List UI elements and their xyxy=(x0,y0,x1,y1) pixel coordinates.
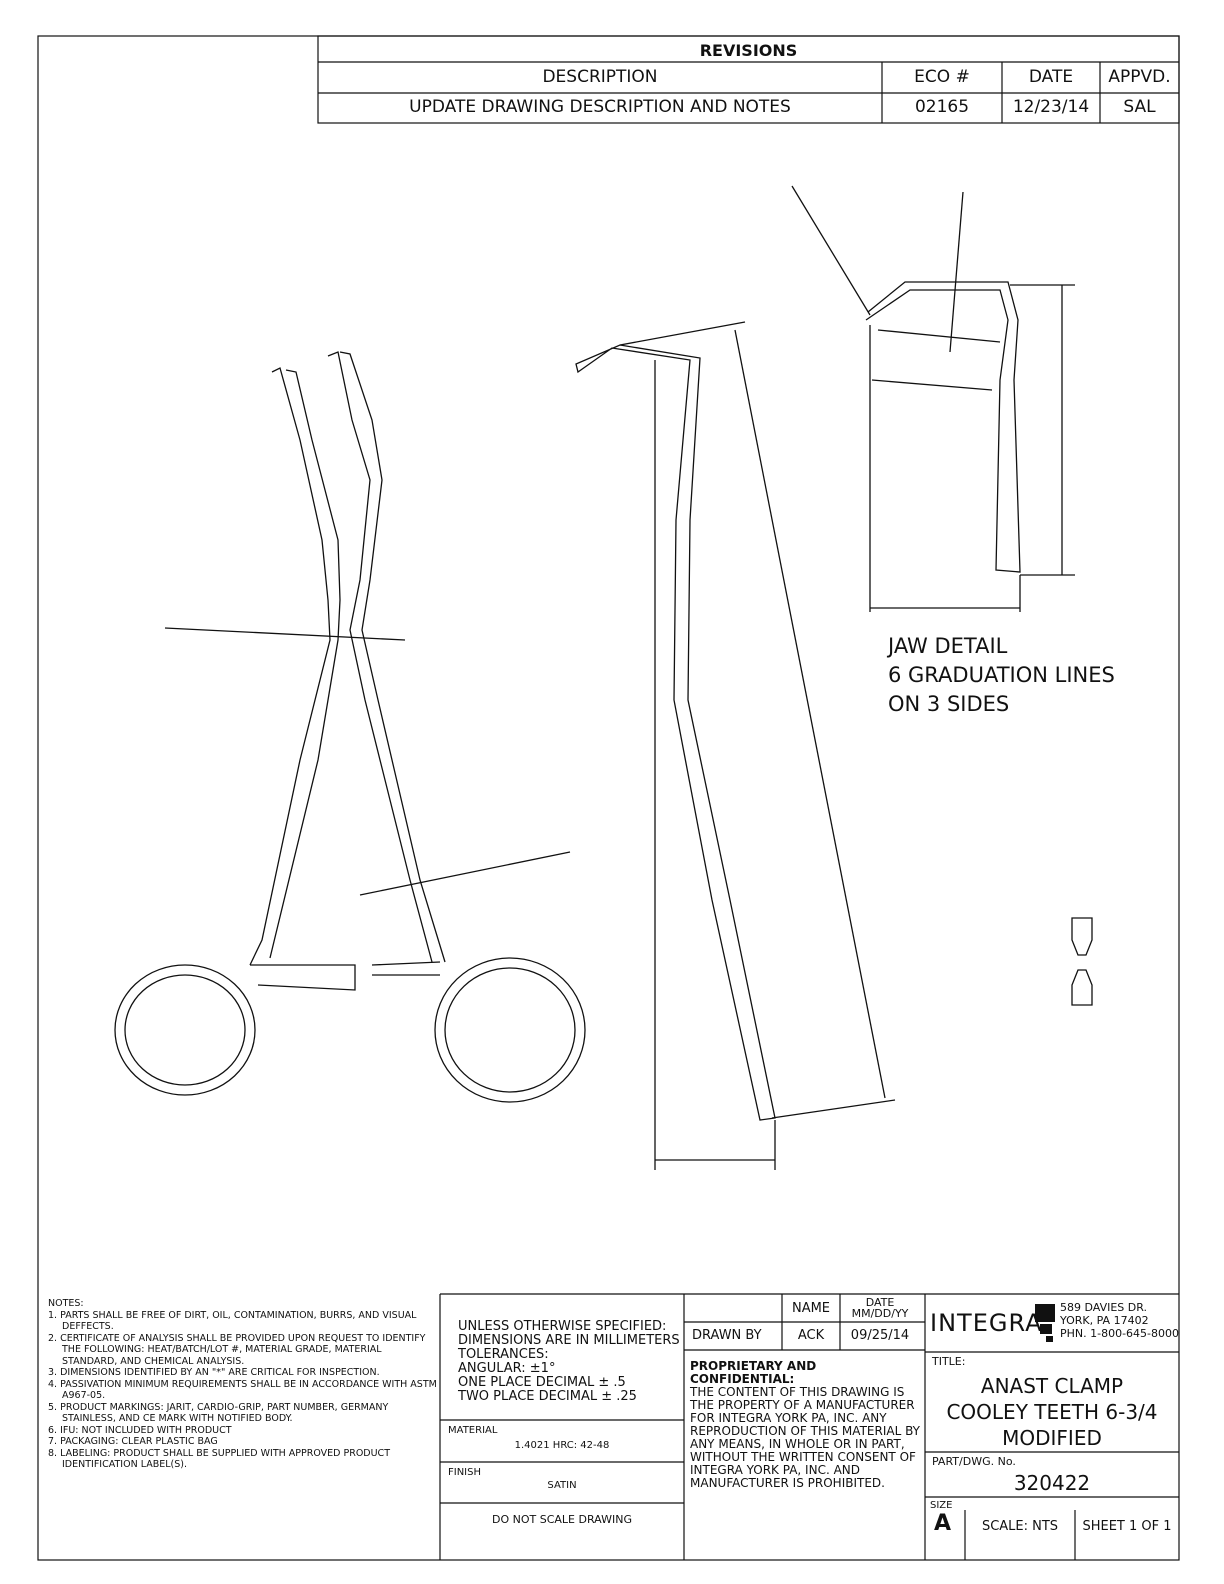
jaw-detail-label: JAW DETAIL 6 GRADUATION LINES ON 3 SIDES xyxy=(888,632,1115,719)
scale: SCALE: NTS xyxy=(981,1519,1059,1534)
title-block-grid xyxy=(439,1293,1179,1560)
jaw-detail-line: 6 GRADUATION LINES xyxy=(888,663,1115,687)
revisions-title: REVISIONS xyxy=(699,41,798,60)
tolerances: UNLESS OTHERWISE SPECIFIED: DIMENSIONS A… xyxy=(458,1320,680,1404)
name-header: NAME xyxy=(791,1301,831,1316)
notes: NOTES: 1. PARTS SHALL BE FREE OF DIRT, O… xyxy=(48,1298,438,1471)
tolerance-line: TOLERANCES: xyxy=(458,1347,549,1362)
material-value: 1.4021 HRC: 42-48 xyxy=(514,1440,610,1451)
title-line: MODIFIED xyxy=(1002,1426,1102,1450)
rev-header-description: DESCRIPTION xyxy=(542,67,658,87)
do-not-scale: DO NOT SCALE DRAWING xyxy=(492,1513,632,1526)
note-item: 6. IFU: NOT INCLUDED WITH PRODUCT xyxy=(48,1424,232,1436)
drawn-date: 09/25/14 xyxy=(850,1328,910,1343)
jaw-detail-line: JAW DETAIL xyxy=(888,634,1008,658)
note-item: 1. PARTS SHALL BE FREE OF DIRT, OIL, CON… xyxy=(48,1309,417,1333)
note-item: 2. CERTIFICATE OF ANALYSIS SHALL BE PROV… xyxy=(48,1332,426,1367)
title-line: ANAST CLAMP xyxy=(980,1374,1124,1398)
size-label: SIZE xyxy=(930,1500,953,1511)
proprietary-title: PROPRIETARY AND CONFIDENTIAL: xyxy=(690,1359,817,1386)
address-line: PHN. 1-800-645-8000 xyxy=(1060,1327,1180,1340)
part-label: PART/DWG. No. xyxy=(932,1455,1016,1468)
note-item: 4. PASSIVATION MINIMUM REQUIREMENTS SHAL… xyxy=(48,1378,437,1402)
clamp-side-view xyxy=(575,321,896,1170)
address-line: YORK, PA 17402 xyxy=(1060,1314,1149,1327)
company-address: 589 DAVIES DR. YORK, PA 17402 PHN. 1-800… xyxy=(1060,1301,1179,1340)
rev-header-date: DATE xyxy=(1028,67,1074,87)
date-header: DATE MM/DD/YY xyxy=(851,1296,909,1320)
notes-title: NOTES: xyxy=(48,1298,84,1309)
rev-appvd: SAL xyxy=(1123,97,1156,117)
note-item: 8. LABELING: PRODUCT SHALL BE SUPPLIED W… xyxy=(48,1447,390,1471)
drawn-by-name: ACK xyxy=(797,1328,825,1343)
part-number: 320422 xyxy=(1013,1471,1091,1495)
tolerance-line: DIMENSIONS ARE IN MILLIMETERS xyxy=(458,1333,680,1348)
material-label: MATERIAL xyxy=(448,1425,498,1436)
rev-eco: 02165 xyxy=(914,97,970,117)
address-line: 589 DAVIES DR. xyxy=(1060,1301,1148,1314)
sheet: SHEET 1 OF 1 xyxy=(1082,1519,1172,1534)
clamp-front-view xyxy=(114,351,586,1103)
proprietary-body: THE CONTENT OF THIS DRAWING IS THE PROPE… xyxy=(690,1385,920,1490)
drawing-title: ANAST CLAMP COOLEY TEETH 6-3/4 MODIFIED xyxy=(925,1373,1179,1451)
finish-value: SATIN xyxy=(547,1480,577,1491)
title-line: COOLEY TEETH 6-3/4 xyxy=(946,1400,1158,1424)
company-logo-text: INTEGRA xyxy=(930,1309,1043,1337)
rev-header-eco: ECO # xyxy=(914,67,970,87)
revisions-grid xyxy=(317,35,1180,124)
note-item: 7. PACKAGING: CLEAR PLASTIC BAG xyxy=(48,1436,218,1447)
integra-logo-mark xyxy=(1035,1304,1055,1342)
size-value: A xyxy=(934,1511,952,1536)
rev-header-appvd: APPVD. xyxy=(1108,67,1171,87)
title-label: TITLE: xyxy=(932,1355,966,1368)
tooth-profile-icon xyxy=(1071,917,1093,1006)
tolerance-line: ANGULAR: ±1° xyxy=(458,1361,556,1376)
drawn-by-label: DRAWN BY xyxy=(692,1328,762,1343)
jaw-detail xyxy=(791,185,1075,612)
note-item: 3. DIMENSIONS IDENTIFIED BY AN "*" ARE C… xyxy=(48,1367,380,1378)
tolerance-line: ONE PLACE DECIMAL ± .5 xyxy=(458,1375,626,1390)
rev-description: UPDATE DRAWING DESCRIPTION AND NOTES xyxy=(409,97,791,117)
tolerance-line: TWO PLACE DECIMAL ± .25 xyxy=(458,1389,637,1404)
rev-date: 12/23/14 xyxy=(1012,97,1090,117)
tolerance-line: UNLESS OTHERWISE SPECIFIED: xyxy=(458,1319,667,1334)
finish-label: FINISH xyxy=(448,1467,481,1478)
proprietary-notice: PROPRIETARY AND CONFIDENTIAL: THE CONTEN… xyxy=(690,1360,922,1490)
jaw-detail-line: ON 3 SIDES xyxy=(888,692,1010,716)
note-item: 5. PRODUCT MARKINGS: JARIT, CARDIO-GRIP,… xyxy=(48,1401,389,1425)
